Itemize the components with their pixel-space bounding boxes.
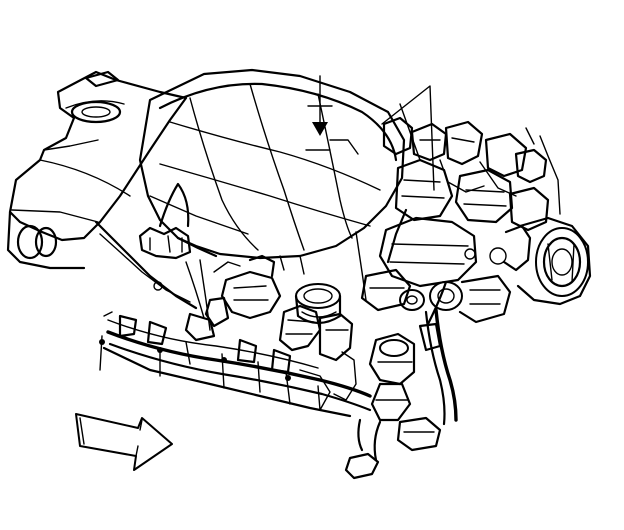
injector-cluster (204, 254, 354, 362)
left-bracket-group (94, 182, 198, 310)
coolant-hoses (299, 280, 458, 480)
alternator-assembly (360, 216, 512, 324)
air-intake-duct (502, 216, 592, 306)
throttle-body (294, 283, 342, 325)
engine-block-lower (102, 231, 367, 418)
intake-plenum (138, 68, 406, 260)
engine-cover (6, 70, 188, 270)
fuel-rail-harness (99, 311, 372, 412)
direction-arrow-icon (75, 413, 173, 471)
right-upper-assembly (381, 85, 561, 264)
